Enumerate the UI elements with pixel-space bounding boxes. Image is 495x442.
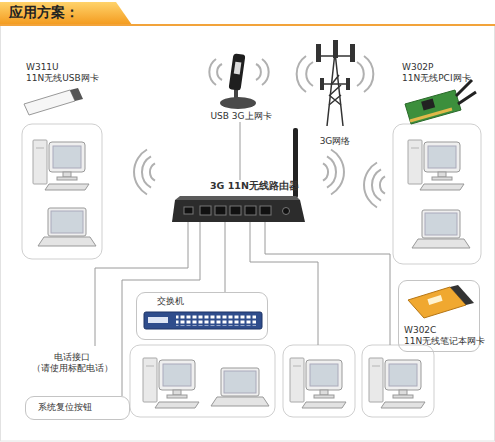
- wave-arc: [142, 156, 151, 187]
- diagram-title: 应用方案：: [9, 4, 79, 22]
- desktop-computer: [408, 140, 464, 190]
- node-label: 3G网络: [320, 136, 351, 147]
- pci-wlan-card: [405, 90, 461, 124]
- node-label: W302P 11N无线PCI网卡: [402, 62, 482, 85]
- router: 3G 11N无线路由器: [172, 180, 307, 222]
- wlan-card: W302C 11N无线笔记本网卡: [398, 280, 480, 352]
- wireless-waves: [134, 56, 385, 208]
- frame: [1, 25, 495, 441]
- wave-arc: [331, 150, 344, 195]
- desktop-computer: [290, 358, 346, 408]
- node-label: 3G 11N无线路由器: [210, 180, 299, 192]
- group-box: [283, 345, 355, 417]
- wave-arc: [364, 163, 377, 208]
- antenna-panel: [346, 78, 350, 90]
- node-label: USB 3G上网卡: [210, 111, 271, 122]
- wave-arc: [134, 150, 147, 195]
- usb-plug: [70, 88, 83, 101]
- router-power-jack: [283, 208, 290, 215]
- switch-box: 交换机: [136, 292, 268, 340]
- group-box: [393, 124, 481, 264]
- router-port: [215, 206, 226, 215]
- wave-arc: [323, 163, 328, 180]
- button-label: 系统复位按钮: [25, 396, 130, 420]
- node-label: 电话接口 （请使用标配电话）: [28, 352, 116, 375]
- wave-arc: [380, 176, 385, 193]
- antenna-panel: [316, 44, 321, 62]
- wave-arc: [209, 59, 216, 85]
- usb-3g-dongle: [229, 53, 246, 90]
- node-label: 交换机: [157, 296, 184, 307]
- switch-label: [148, 317, 168, 323]
- cell-tower: [318, 52, 352, 126]
- group-box: [130, 345, 275, 417]
- cell-network: 3G网络: [300, 35, 370, 147]
- wave-arc: [306, 62, 313, 86]
- router-port: [230, 206, 241, 215]
- title-tab: [0, 2, 132, 25]
- laptop-computer: [38, 208, 96, 246]
- wave-arc: [357, 62, 364, 86]
- group-box: [22, 124, 102, 259]
- desktop-computer: [369, 358, 425, 408]
- wlan-card: W302P 11N无线PCI网卡: [398, 62, 482, 124]
- router-top: [175, 196, 300, 200]
- laptop-computer: [412, 210, 470, 248]
- connector-line: [122, 222, 200, 396]
- network-switch: [144, 312, 262, 329]
- dongle-stand: [220, 97, 256, 109]
- tower-lattice: [329, 75, 341, 105]
- pci-chip: [421, 99, 435, 111]
- router-port: [200, 206, 211, 215]
- wave-arc: [327, 156, 336, 187]
- card-antenna-end: [450, 285, 474, 305]
- desktop-computer: [143, 358, 199, 408]
- tower-legs: [327, 52, 343, 126]
- wave-arc: [256, 64, 261, 80]
- wave-arc: [217, 64, 222, 80]
- connector-line: [95, 222, 188, 346]
- wave-arc: [364, 56, 373, 92]
- node-label: W302C 11N无线笔记本网卡: [404, 325, 485, 348]
- wave-arc: [150, 163, 155, 180]
- dongle-label: [234, 62, 242, 75]
- connector-line: [225, 222, 226, 292]
- switch-ports: [176, 315, 256, 326]
- router-port: [245, 206, 256, 215]
- wave-arc: [262, 59, 269, 85]
- cable: [265, 222, 390, 345]
- tower-arm: [322, 83, 348, 85]
- header-rule: [0, 24, 495, 26]
- laptop-computer: [211, 368, 269, 406]
- desktop-computer: [33, 140, 89, 190]
- antenna-panel: [333, 40, 338, 58]
- wlan-card: W311U 11N无线USB网卡: [18, 62, 102, 120]
- wave-arc: [372, 169, 381, 200]
- connector-line: [240, 122, 241, 180]
- node-label: W311U 11N无线USB网卡: [26, 62, 102, 85]
- pci-antenna: [456, 80, 476, 104]
- pci-contacts: [410, 109, 452, 121]
- usb-3g-modem: USB 3G上网卡: [205, 50, 277, 122]
- card-label: [427, 295, 442, 305]
- router-body: [172, 200, 305, 222]
- router-port: [260, 206, 271, 215]
- wave-arc: [297, 56, 306, 92]
- router-usb-port: [184, 207, 193, 214]
- node-label: 系统复位按钮: [38, 402, 92, 413]
- usb-wlan-card: [24, 90, 75, 115]
- group-box: [362, 345, 434, 417]
- port-label: 电话接口 （请使用标配电话）: [28, 346, 116, 380]
- antenna-panel: [320, 78, 324, 90]
- antenna-panel: [350, 44, 355, 62]
